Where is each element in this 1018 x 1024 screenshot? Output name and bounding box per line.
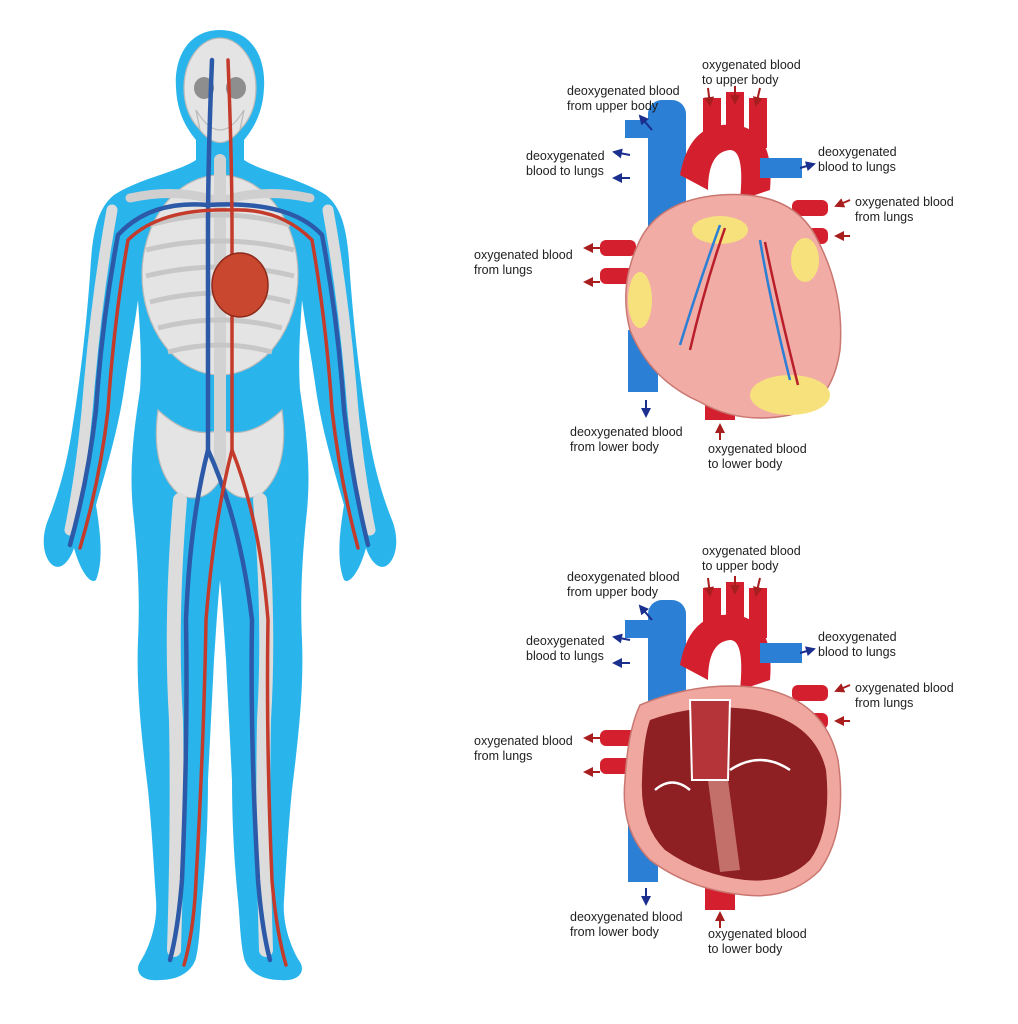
label-line: blood to lungs — [818, 645, 896, 659]
label-line: oxygenated blood — [702, 544, 801, 558]
label-line: to upper body — [702, 559, 779, 573]
label-top-oxy-lungs-left: oxygenated blood from lungs — [474, 248, 573, 278]
label-line: deoxygenated — [526, 149, 605, 163]
label-top-oxy-lower: oxygenated blood to lower body — [708, 442, 807, 472]
label-top-deoxy-lungs-right: deoxygenated blood to lungs — [818, 145, 897, 175]
valves — [654, 758, 791, 791]
label-line: blood to lungs — [526, 649, 604, 663]
label-top-deoxy-upper: deoxygenated blood from upper body — [567, 84, 680, 114]
label-line: oxygenated blood — [855, 681, 954, 695]
label-bottom-deoxy-upper: deoxygenated blood from upper body — [567, 570, 680, 600]
coronary-fat — [628, 216, 830, 415]
label-line: oxygenated blood — [708, 927, 807, 941]
aortic-root — [688, 699, 732, 781]
label-line: from lower body — [570, 440, 659, 454]
label-bottom-oxy-lower: oxygenated blood to lower body — [708, 927, 807, 957]
label-bottom-deoxy-lungs-left: deoxygenated blood to lungs — [526, 634, 605, 664]
label-line: deoxygenated blood — [570, 425, 683, 439]
flow-arrows-top — [583, 86, 851, 440]
label-line: oxygenated blood — [855, 195, 954, 209]
label-top-deoxy-lower: deoxygenated blood from lower body — [570, 425, 683, 455]
label-top-deoxy-lungs-left: deoxygenated blood to lungs — [526, 149, 605, 179]
arteries — [78, 58, 360, 967]
pulm-vein-right-1 — [792, 200, 828, 216]
label-bottom-oxy-lungs-right: oxygenated blood from lungs — [855, 681, 954, 711]
label-line: from lungs — [855, 696, 914, 710]
pulmonary-artery-right — [760, 158, 802, 178]
label-line: oxygenated blood — [474, 734, 573, 748]
body-heart — [211, 252, 269, 318]
coronary-vessels — [678, 224, 800, 386]
label-line: to lower body — [708, 942, 783, 956]
label-line: blood to lungs — [526, 164, 604, 178]
label-bottom-deoxy-lungs-right: deoxygenated blood to lungs — [818, 630, 897, 660]
label-top-oxy-upper: oxygenated blood to upper body — [702, 58, 801, 88]
label-line: from lower body — [570, 925, 659, 939]
label-top-oxy-lungs-right: oxygenated blood from lungs — [855, 195, 954, 225]
label-line: from lungs — [474, 749, 533, 763]
heart-chambers — [641, 707, 828, 881]
label-bottom-deoxy-lower: deoxygenated blood from lower body — [570, 910, 683, 940]
pulm-vein-left-1 — [600, 240, 636, 256]
heart-cross-section — [583, 576, 851, 928]
label-line: deoxygenated blood — [567, 84, 680, 98]
veins — [67, 57, 371, 963]
aortic-arch — [680, 124, 771, 200]
label-line: blood to lungs — [818, 160, 896, 174]
label-line: to upper body — [702, 73, 779, 87]
label-line: deoxygenated — [818, 630, 897, 644]
label-line: oxygenated blood — [708, 442, 807, 456]
right-arm-bone — [322, 204, 376, 536]
label-line: to lower body — [708, 457, 783, 471]
heart-body — [625, 193, 842, 419]
label-line: oxygenated blood — [702, 58, 801, 72]
heart-exterior — [583, 86, 851, 440]
left-leg-bone — [166, 493, 187, 957]
label-line: deoxygenated blood — [570, 910, 683, 924]
human-body-figure — [43, 30, 397, 981]
label-line: deoxygenated blood — [567, 570, 680, 584]
label-line: deoxygenated — [526, 634, 605, 648]
label-line: from upper body — [567, 585, 659, 599]
left-arm-bone — [64, 204, 118, 536]
label-line: oxygenated blood — [474, 248, 573, 262]
flow-arrows-bottom — [583, 576, 851, 928]
label-line: from upper body — [567, 99, 659, 113]
label-line: from lungs — [855, 210, 914, 224]
label-line: from lungs — [474, 263, 533, 277]
label-bottom-oxy-upper: oxygenated blood to upper body — [702, 544, 801, 574]
label-line: deoxygenated — [818, 145, 897, 159]
label-bottom-oxy-lungs-left: oxygenated blood from lungs — [474, 734, 573, 764]
